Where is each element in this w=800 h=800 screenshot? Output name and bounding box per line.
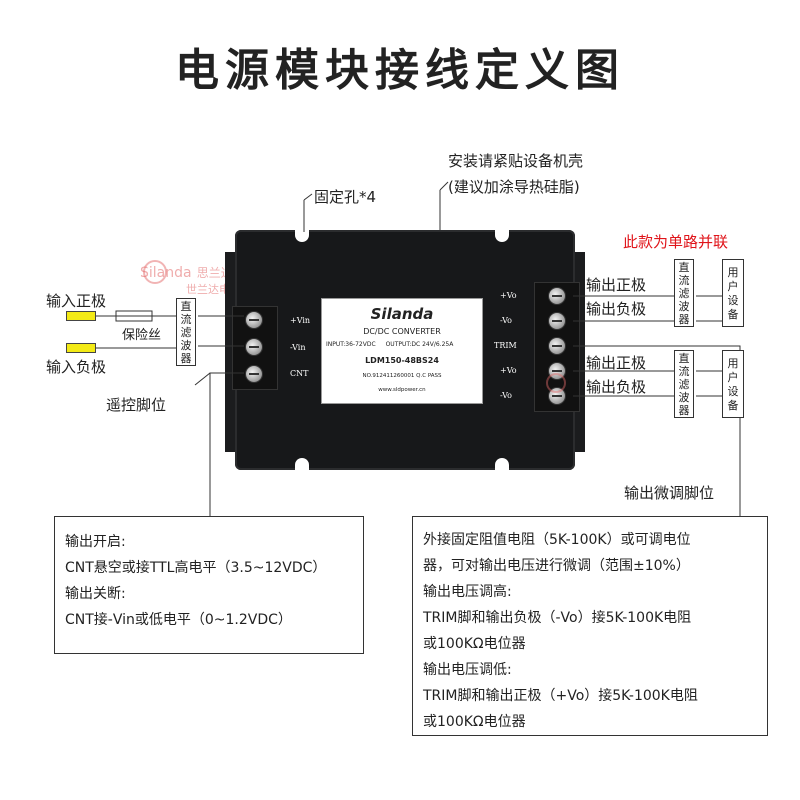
screw-cnt <box>245 365 263 383</box>
remote-label: 遥控脚位 <box>106 396 167 414</box>
page-title: 电源模块接线定义图 <box>175 45 625 96</box>
pin-label-vin-neg: -Vin <box>290 343 306 352</box>
watermark-logo-left <box>143 260 167 284</box>
cnt-description-box: 输出开启: CNT悬空或接TTL高电平（3.5~12VDC） 输出关断: CNT… <box>54 516 364 654</box>
screw-vin-pos <box>245 311 263 329</box>
label-subtitle: DC/DC CONVERTER <box>363 327 441 336</box>
trim-line-7: TRIM脚和输出正极（+Vo）接5K-100K电阻 <box>423 688 698 704</box>
pin-label-vin-pos: +Vin <box>290 316 311 325</box>
trim-line-3: 输出电压调高: <box>423 584 512 600</box>
input-pos-label: 输入正极 <box>46 292 107 310</box>
screw-vin-neg <box>245 338 263 356</box>
user-device-2: 用户设备 <box>722 350 744 418</box>
pin-label-trim: TRIM <box>494 341 517 350</box>
screw-vo-pos-1 <box>548 287 566 305</box>
cnt-line-1: 输出开启: <box>65 534 126 550</box>
screw-vo-pos-2 <box>548 362 566 380</box>
screw-vo-neg-1 <box>548 312 566 330</box>
label-io-line: INPUT:36-72VDC OUTPUT:DC 24V/6.25A <box>326 341 478 348</box>
label-output: OUTPUT:DC 24V/6.25A <box>385 341 454 348</box>
pin-label-vo-pos-1: +Vo <box>500 291 517 300</box>
trim-line-1: 外接固定阻值电阻（5K-100K）或可调电位 <box>423 532 691 548</box>
trim-line-5: 或100KΩ电位器 <box>423 636 526 652</box>
output-neg-label-2: 输出负极 <box>586 378 647 396</box>
label-model: LDM150-48BS24 <box>365 356 439 365</box>
single-parallel-note: 此款为单路并联 <box>623 233 729 251</box>
label-brand: Silanda <box>370 305 434 323</box>
mount-note-line1: 安装请紧贴设备机壳 <box>448 152 584 170</box>
flange-left <box>225 252 235 452</box>
trim-line-8: 或100KΩ电位器 <box>423 714 526 730</box>
input-neg-label: 输入负极 <box>46 358 107 376</box>
input-terminal-block <box>232 306 278 390</box>
mount-note-line2: (建议加涂导热硅脂) <box>448 178 580 196</box>
pin-label-vo-neg-2: -Vo <box>500 391 512 400</box>
cnt-line-2: CNT悬空或接TTL高电平（3.5~12VDC） <box>65 560 327 576</box>
fix-leader-tick <box>303 193 313 201</box>
label-input: INPUT:36-72VDC <box>326 341 376 348</box>
output-filter-1: 直流滤波器 <box>674 259 694 327</box>
trim-line-4: TRIM脚和输出负极（-Vo）接5K-100K电阻 <box>423 610 692 626</box>
output-pos-label-1: 输出正极 <box>586 276 647 294</box>
pin-label-vo-pos-2: +Vo <box>500 366 517 375</box>
input-wire-neg-end <box>66 343 96 353</box>
mount-leader-tick <box>439 181 449 191</box>
user-device-1: 用户设备 <box>722 259 744 327</box>
trim-description-box: 外接固定阻值电阻（5K-100K）或可调电位 器，可对输出电压进行微调（范围±1… <box>412 516 768 736</box>
fix-hole-3 <box>295 458 309 472</box>
label-url: www.sldpower.cn <box>378 387 426 393</box>
fix-hole-2 <box>495 228 509 242</box>
remote-leader <box>194 372 211 386</box>
fix-holes-note: 固定孔*4 <box>314 188 377 206</box>
wire-trim <box>573 345 741 516</box>
fix-hole-1 <box>295 228 309 242</box>
input-filter: 直流滤波器 <box>176 298 196 366</box>
input-wire-pos-end <box>66 311 96 321</box>
fix-hole-4 <box>495 458 509 472</box>
screw-vo-neg-2 <box>548 387 566 405</box>
pin-label-cnt: CNT <box>290 369 309 378</box>
output-filter-2: 直流滤波器 <box>674 350 694 418</box>
wire-cnt <box>209 372 244 516</box>
pin-label-vo-neg-1: -Vo <box>500 316 512 325</box>
trim-line-6: 输出电压调低: <box>423 662 512 678</box>
module-label: Silanda DC/DC CONVERTER INPUT:36-72VDC O… <box>321 298 483 404</box>
output-pos-label-2: 输出正极 <box>586 354 647 372</box>
trim-line-2: 器，可对输出电压进行微调（范围±10%） <box>423 558 690 574</box>
label-serial: NO.912411260001 Q.C PASS <box>362 373 442 379</box>
cnt-line-4: CNT接-Vin或低电平（0~1.2VDC） <box>65 612 292 628</box>
trim-pin-label: 输出微调脚位 <box>624 484 715 502</box>
output-neg-label-1: 输出负极 <box>586 300 647 318</box>
output-terminal-block <box>534 282 580 412</box>
screw-trim <box>548 337 566 355</box>
watermark-logo-right <box>546 373 566 393</box>
fuse-label: 保险丝 <box>122 328 162 343</box>
flange-right <box>575 252 585 452</box>
cnt-line-3: 输出关断: <box>65 586 126 602</box>
